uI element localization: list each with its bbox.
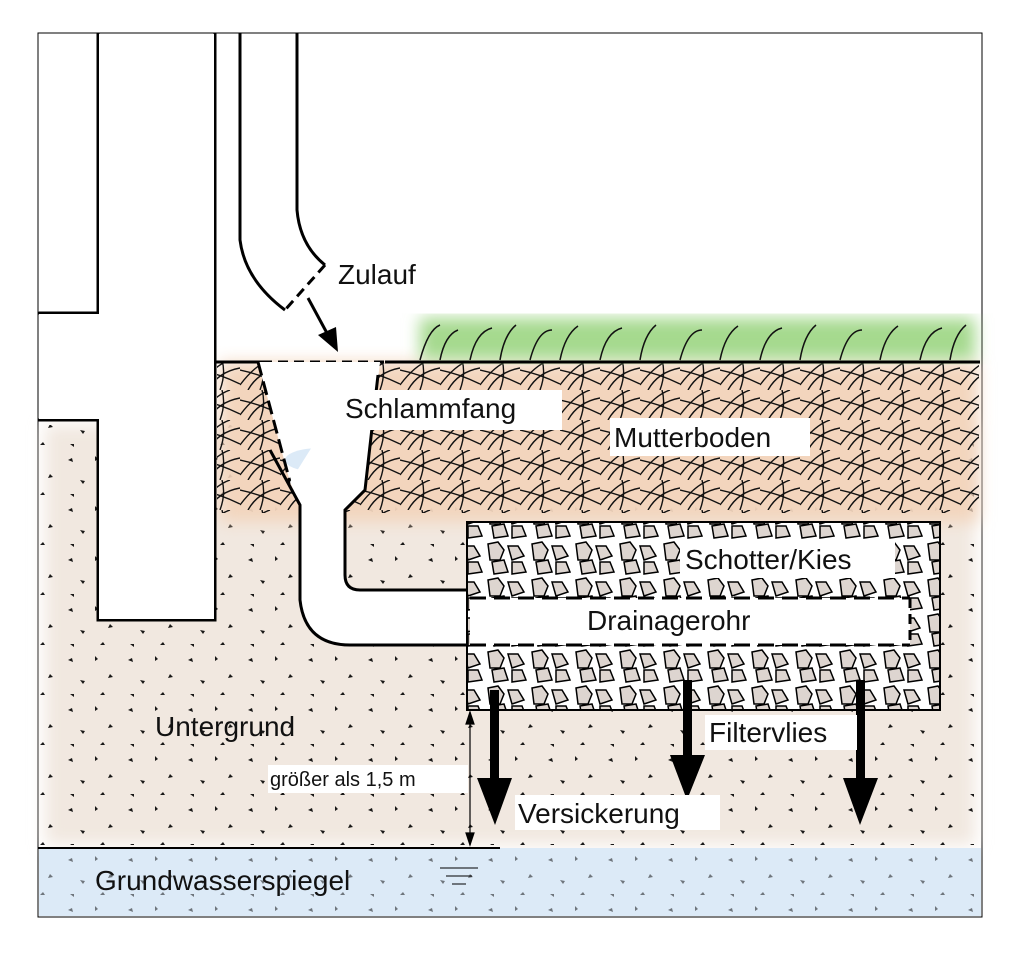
inflow-arrow-icon bbox=[306, 297, 338, 352]
inflow-label: Zulauf bbox=[338, 259, 416, 290]
filter-fleece-label: Filtervlies bbox=[709, 717, 827, 748]
distance-label: größer als 1,5 m bbox=[270, 769, 416, 791]
groundwater-layer bbox=[38, 847, 981, 916]
groundwater-label: Grundwasserspiegel bbox=[95, 865, 350, 896]
drain-pipe-label: Drainagerohr bbox=[587, 605, 750, 636]
sludge-trap-label: Schlammfang bbox=[345, 393, 516, 424]
distance-marker bbox=[465, 710, 475, 847]
topsoil-label: Mutterboden bbox=[614, 422, 771, 453]
downpipe bbox=[238, 33, 327, 312]
grass bbox=[419, 318, 975, 361]
infiltration-label: Versickerung bbox=[518, 798, 680, 829]
subsoil-label: Untergrund bbox=[155, 711, 295, 742]
drain-pipe bbox=[470, 596, 912, 647]
gravel-label: Schotter/Kies bbox=[685, 544, 852, 575]
infiltration-arrow-icon bbox=[477, 680, 878, 825]
water-level-icon bbox=[440, 867, 478, 885]
building-wall bbox=[38, 33, 217, 622]
sludge-trap bbox=[256, 361, 470, 647]
